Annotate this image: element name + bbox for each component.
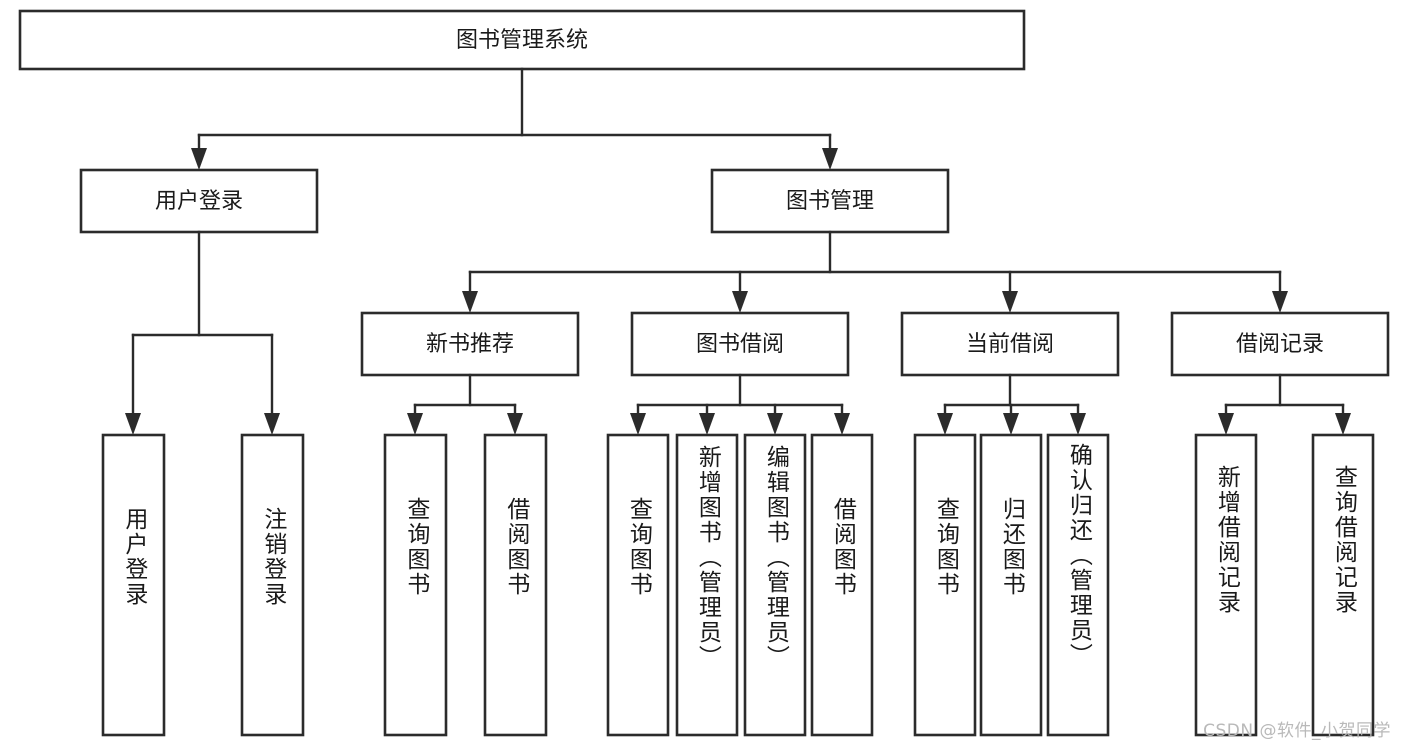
node-current-borrow-box[interactable]: [900, 311, 1120, 377]
node-user-login-label: 用户登录: [155, 189, 243, 214]
arrow-head-icon: [1003, 413, 1019, 435]
leaf-box-record-add[interactable]: [1194, 433, 1258, 737]
arrow-head-icon: [732, 291, 748, 313]
arrow-head-icon: [630, 413, 646, 435]
arrow-head-icon: [767, 413, 783, 435]
node-book-management-label: 图书管理: [786, 189, 874, 214]
connector-new-book-to-leaves: [407, 373, 523, 435]
connector-book-management-to-level3: [462, 230, 1288, 313]
arrow-head-icon: [264, 413, 280, 435]
leaf-box-borrow-query[interactable]: [606, 433, 670, 737]
leaf-box-current-confirm[interactable]: [1046, 433, 1110, 737]
node-new-book-recommend-label: 新书推荐: [426, 332, 514, 357]
arrow-head-icon: [822, 148, 838, 170]
node-book-management[interactable]: 图书管理: [710, 168, 950, 234]
node-user-login-box[interactable]: [79, 168, 319, 234]
node-borrow-record-label: 借阅记录: [1236, 332, 1324, 357]
arrow-head-icon: [937, 413, 953, 435]
connector-current-borrow-to-leaves: [937, 373, 1086, 435]
leaf-box-logout[interactable]: [240, 433, 305, 737]
node-new-book-recommend-box[interactable]: [360, 311, 580, 377]
node-root-box[interactable]: [18, 9, 1026, 71]
watermark-text: CSDN @软件_小贺同学: [1203, 721, 1391, 741]
connector-user-login-to-leaves: [125, 230, 280, 435]
arrow-head-icon: [191, 148, 207, 170]
node-user-login[interactable]: 用户登录: [79, 168, 319, 234]
arrow-head-icon: [699, 413, 715, 435]
arrow-head-icon: [407, 413, 423, 435]
connector-book-borrow-to-leaves: [630, 373, 850, 435]
connector-borrow-record-to-leaves: [1218, 373, 1351, 435]
node-current-borrow[interactable]: 当前借阅: [900, 311, 1120, 377]
arrow-head-icon: [462, 291, 478, 313]
leaf-box-current-return[interactable]: [979, 433, 1043, 737]
leaf-box-record-query[interactable]: [1311, 433, 1375, 737]
connector-root-to-level2: [191, 67, 838, 170]
leaf-box-newbook-query[interactable]: [383, 433, 448, 737]
leaf-box-user-login[interactable]: [101, 433, 166, 737]
leaf-box-newbook-borrow[interactable]: [483, 433, 548, 737]
node-root[interactable]: 图书管理系统: [18, 9, 1026, 71]
leaf-box-borrow-edit[interactable]: [743, 433, 807, 737]
node-root-label: 图书管理系统: [456, 28, 588, 53]
arrow-head-icon: [1272, 291, 1288, 313]
arrow-head-icon: [1070, 413, 1086, 435]
leaf-box-borrow-add[interactable]: [675, 433, 739, 737]
arrow-head-icon: [834, 413, 850, 435]
arrow-head-icon: [1002, 291, 1018, 313]
node-current-borrow-label: 当前借阅: [966, 332, 1054, 357]
arrow-head-icon: [507, 413, 523, 435]
leaf-box-borrow-lend[interactable]: [810, 433, 874, 737]
node-book-borrow[interactable]: 图书借阅: [630, 311, 850, 377]
node-new-book-recommend[interactable]: 新书推荐: [360, 311, 580, 377]
arrow-head-icon: [1335, 413, 1351, 435]
node-book-borrow-label: 图书借阅: [696, 332, 784, 357]
node-borrow-record[interactable]: 借阅记录: [1170, 311, 1390, 377]
leaf-box-current-query[interactable]: [913, 433, 977, 737]
arrow-head-icon: [125, 413, 141, 435]
arrow-head-icon: [1218, 413, 1234, 435]
